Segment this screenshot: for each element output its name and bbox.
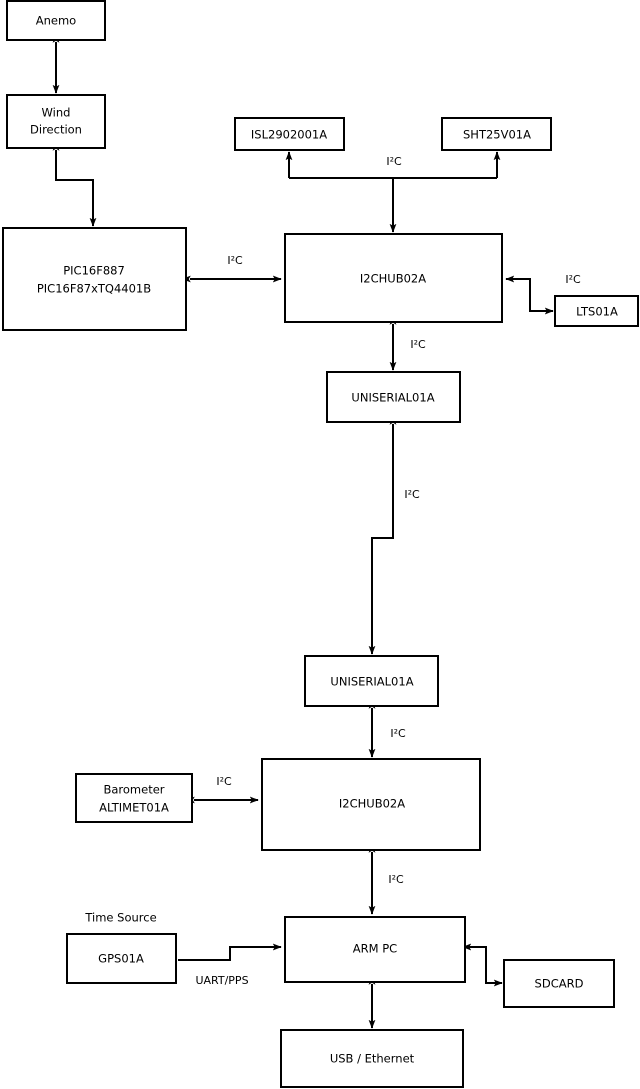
node-uniserial01a-top[interactable]: UNISERIAL01A: [326, 371, 461, 423]
edge-label-pic-hub: I²C: [227, 254, 243, 267]
node-i2chub02a-top[interactable]: I2CHUB02A: [284, 233, 503, 323]
node-isl2902001a-box[interactable]: [234, 117, 345, 151]
node-isl2902001a-label: ISL2902001A: [251, 128, 327, 142]
node-lts01a-label: LTS01A: [576, 305, 618, 319]
edge-hubbot-armpc: I²C: [368, 843, 404, 915]
node-sht25v01a[interactable]: SHT25V01A: [441, 117, 552, 151]
node-uniserial01a-top-box[interactable]: [326, 371, 461, 423]
node-isl2902001a[interactable]: ISL2902001A: [234, 117, 345, 151]
edge-label-hub-armpc: I²C: [388, 873, 404, 886]
node-sdcard-box[interactable]: [503, 959, 615, 1008]
node-barometer-label-line1: Barometer: [103, 783, 164, 797]
edge-label-uniserial-bot-hub: I²C: [390, 727, 406, 740]
edge-barometer-hubbot: I²C: [185, 775, 259, 804]
edge-label-sensor-bus: I²C: [386, 155, 402, 168]
node-usb-ethernet[interactable]: USB / Ethernet: [280, 1029, 464, 1088]
node-i2chub02a-bottom-label: I2CHUB02A: [339, 797, 405, 811]
edge-label-hub-uniserial-top: I²C: [410, 338, 426, 351]
node-uniserial01a-bottom-box[interactable]: [304, 655, 439, 707]
edge-label-barometer-hub: I²C: [216, 775, 232, 788]
node-i2chub02a-bottom[interactable]: I2CHUB02A: [261, 758, 481, 851]
edge-wind-pic: [52, 141, 97, 227]
node-lts01a[interactable]: LTS01A: [554, 295, 639, 327]
node-wind-direction-label-line1: Wind: [42, 106, 71, 120]
edge-hubtop-sensors-bus: I²C: [285, 151, 501, 233]
node-arm-pc-box[interactable]: [284, 916, 466, 983]
node-uniserial01a-bottom[interactable]: UNISERIAL01A: [304, 655, 439, 707]
node-wind-direction-box[interactable]: [6, 94, 106, 149]
edge-line-gps-armpc: [178, 943, 282, 961]
node-usb-ethernet-label: USB / Ethernet: [330, 1052, 415, 1066]
node-i2chub02a-top-box[interactable]: [284, 233, 503, 323]
node-wind-direction-label-line2: Direction: [30, 123, 82, 137]
edge-label-hub-lts: I²C: [565, 273, 581, 286]
edge-label-gps-armpc: UART/PPS: [195, 974, 248, 987]
edge-pic-hubtop: I²C: [181, 254, 282, 283]
node-pic-mcu-label-line2: PIC16F87xTQ4401B: [37, 282, 151, 296]
edge-gps-armpc: UART/PPS: [178, 943, 282, 987]
node-pic-mcu[interactable]: PIC16F887 PIC16F87xTQ4401B: [2, 227, 187, 331]
node-uniserial01a-top-label: UNISERIAL01A: [351, 391, 434, 405]
node-gps01a-label: GPS01A: [98, 952, 144, 966]
node-gps01a[interactable]: GPS01A: [66, 933, 177, 984]
node-anemo[interactable]: Anemo: [6, 0, 106, 41]
edge-uniserial-link: I²C: [368, 415, 420, 655]
edge-hubtop-uniserialtop: I²C: [389, 315, 426, 371]
node-sht25v01a-label: SHT25V01A: [463, 128, 531, 142]
edge-hubtop-lts: I²C: [505, 273, 581, 315]
edge-armpc-sdcard: [462, 943, 503, 987]
node-gps01a-box[interactable]: [66, 933, 177, 984]
label-time-source: Time Source: [84, 911, 156, 925]
node-arm-pc[interactable]: ARM PC: [284, 916, 466, 983]
node-barometer-box[interactable]: [75, 773, 193, 823]
node-lts01a-box[interactable]: [554, 295, 639, 327]
node-barometer-label-line2: ALTIMET01A: [99, 801, 169, 815]
node-sht25v01a-box[interactable]: [441, 117, 552, 151]
edge-line-armpc-to-sdcard: [467, 946, 503, 987]
edge-line-uniserial-link: [368, 415, 397, 655]
node-anemo-box[interactable]: [6, 0, 106, 41]
node-barometer[interactable]: Barometer ALTIMET01A: [75, 773, 193, 823]
node-i2chub02a-bottom-box[interactable]: [261, 758, 481, 851]
edge-line-hub-to-lts: [510, 278, 554, 315]
node-sdcard[interactable]: SDCARD: [503, 959, 615, 1008]
node-arm-pc-label: ARM PC: [353, 942, 397, 956]
node-usb-ethernet-box[interactable]: [280, 1029, 464, 1088]
edge-label-uniserial-link: I²C: [404, 488, 420, 501]
edge-uniserialbot-hubbot: I²C: [368, 699, 406, 758]
node-wind-direction[interactable]: Wind Direction: [6, 94, 106, 149]
node-sdcard-label: SDCARD: [535, 977, 584, 991]
node-pic-mcu-box[interactable]: [2, 227, 187, 331]
node-i2chub02a-top-label: I2CHUB02A: [360, 272, 426, 286]
node-uniserial01a-bottom-label: UNISERIAL01A: [330, 675, 413, 689]
edge-line-wind-pic: [52, 141, 97, 227]
node-pic-mcu-label-line1: PIC16F887: [63, 264, 125, 278]
node-anemo-label: Anemo: [36, 14, 76, 28]
